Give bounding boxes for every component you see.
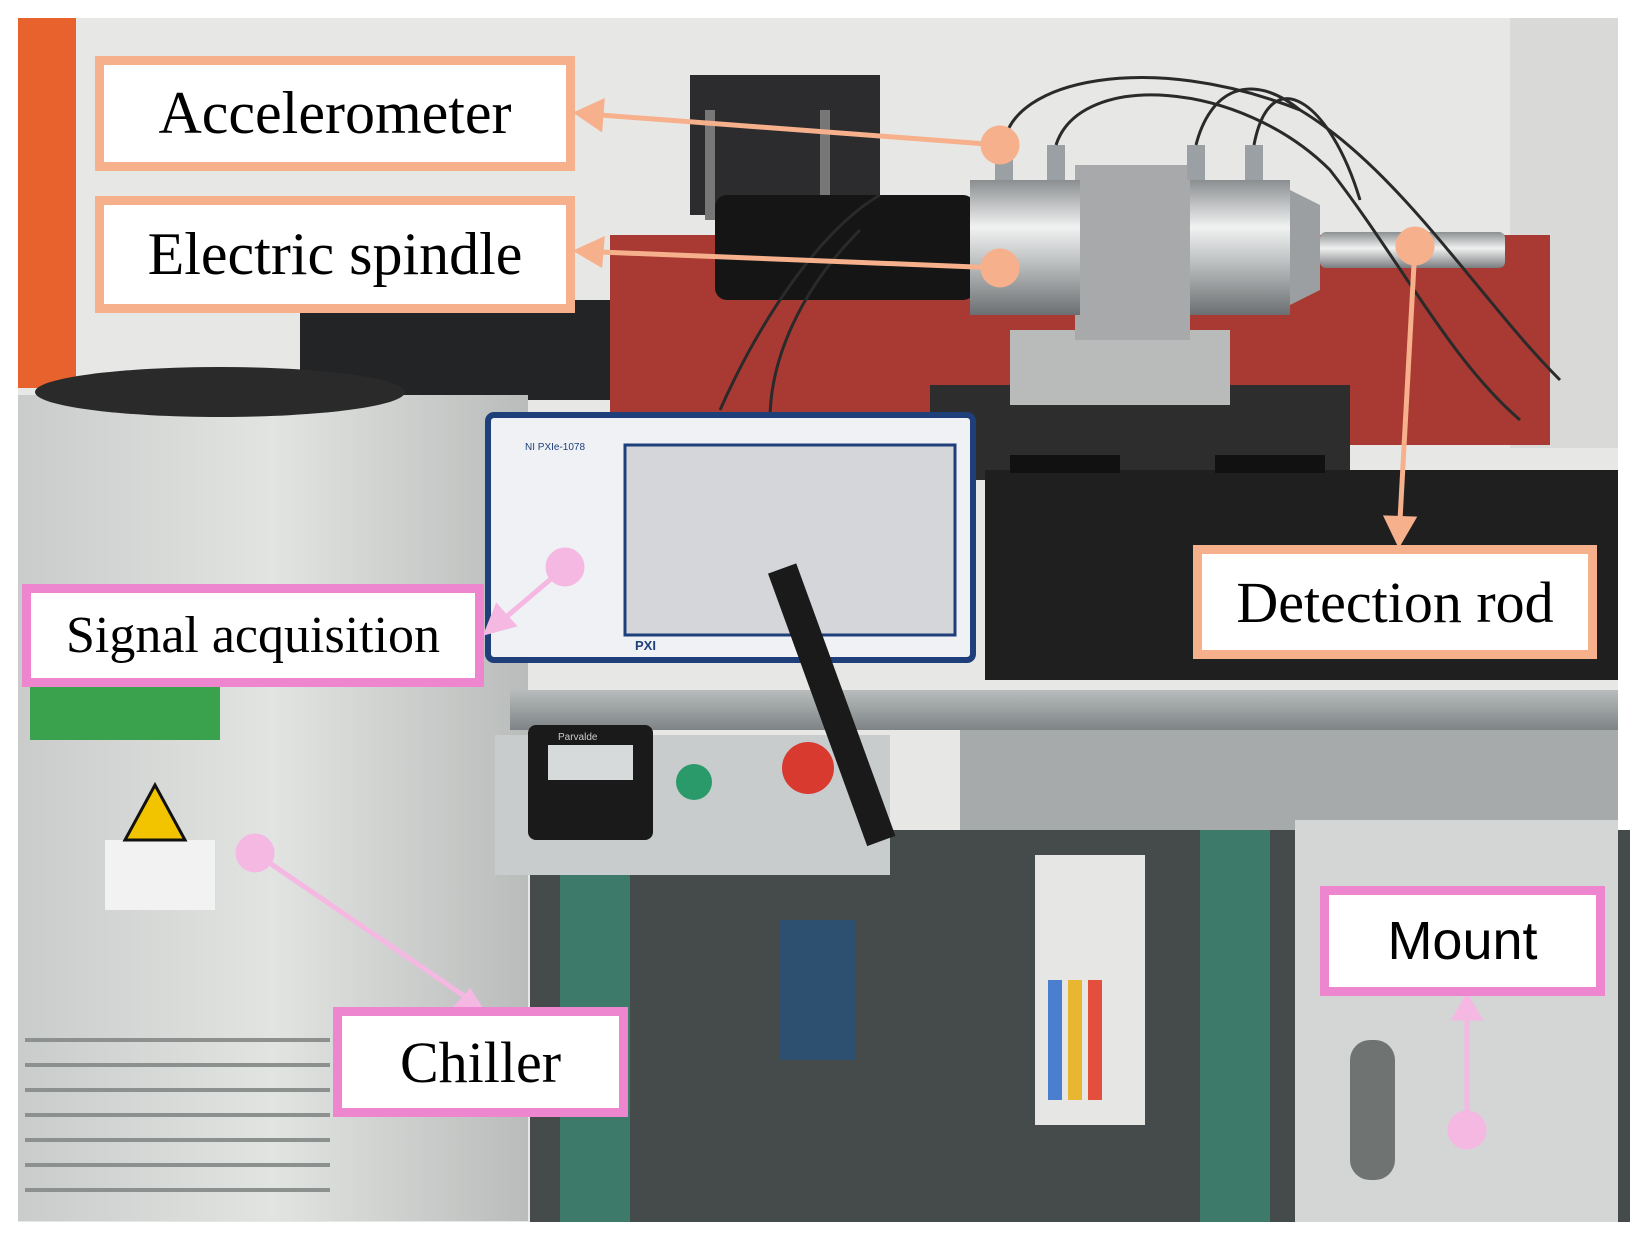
spindle-housing-right (1190, 180, 1290, 315)
cabinet-post-mid (1200, 830, 1270, 1222)
bracket-post-right (820, 110, 830, 220)
cabinet-door (1295, 820, 1618, 1222)
bench-slot-1 (1010, 455, 1120, 473)
spindle-support-block (1010, 330, 1230, 405)
chiller-vents (25, 1038, 330, 1192)
keypad-screen (548, 745, 633, 780)
orange-pole (18, 18, 76, 388)
mount-frame-rail (960, 730, 1618, 830)
chiller-fan (35, 367, 405, 417)
pxi-model-text: NI PXIe-1078 (525, 442, 585, 453)
chiller-warning-sticker (105, 840, 215, 910)
high-voltage-icon (122, 781, 188, 842)
plc-terminals (1048, 980, 1102, 1100)
mount-frame-top (510, 690, 1618, 730)
signal-acquisition-label: Signal acquisition (22, 584, 484, 687)
accelerometer-label: Accelerometer (95, 56, 575, 171)
keypad-brand-text: Parvalde (558, 732, 598, 743)
callout-arrows-pink (235, 547, 1487, 1150)
green-button (676, 764, 712, 800)
spindle-clamp (1075, 165, 1190, 340)
mount-label: Mount (1320, 886, 1605, 996)
bench-slot-2 (1215, 455, 1325, 473)
bracket-post-left (705, 110, 715, 220)
chiller-label: Chiller (333, 1007, 628, 1117)
sensor-cables (718, 76, 1562, 422)
electric-spindle-label: Electric spindle (95, 196, 575, 313)
detection-rod-label: Detection rod (1193, 545, 1597, 659)
emergency-stop-button (782, 742, 834, 794)
pxi-brand-text: PXI (635, 638, 656, 653)
signal-cable-bundle (768, 563, 896, 847)
motor-bracket (690, 75, 880, 215)
callout-arrows-orange (572, 97, 1435, 549)
contactor-block (780, 920, 855, 1060)
spindle-nose (1290, 190, 1320, 305)
door-handle (1350, 1040, 1395, 1180)
spindle-housing-left (970, 180, 1080, 315)
